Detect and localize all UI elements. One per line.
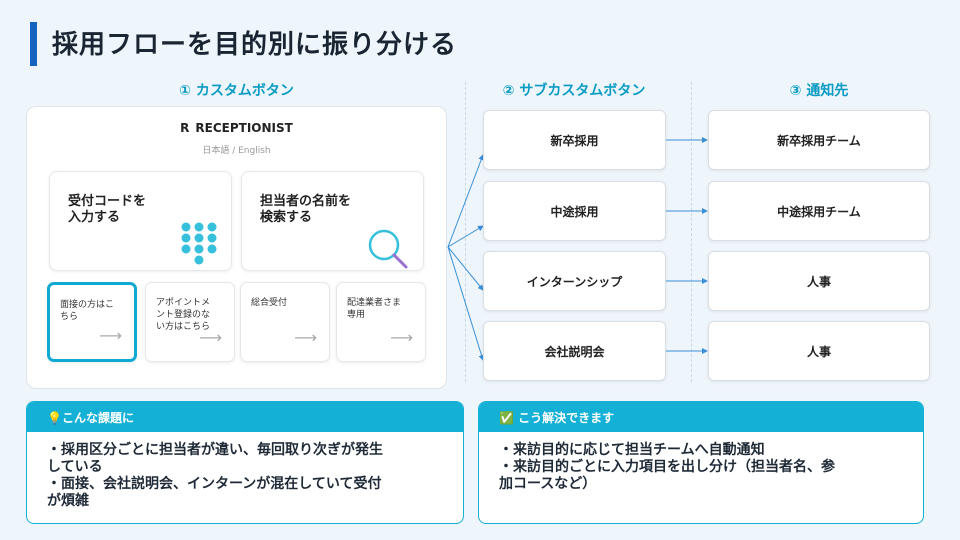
problem-body: ・採用区分ごとに担当者が違い、毎回取り次ぎが発生 している ・面接、会社説明会、… [47,442,383,509]
delivery-button[interactable]: 配達業者さま 専用 ⟶ [336,282,426,362]
notify-target-hr: 人事 [708,251,930,311]
sub-button-internship[interactable]: インターンシップ [483,251,666,311]
no-appointment-button[interactable]: アポイントメ ント登録のな い方はこちら ⟶ [145,282,235,362]
logo-mark: R [180,121,190,135]
receptionist-logo: R RECEPTIONIST [27,121,446,135]
solution-panel: ✅ こう解決できます ・来訪目的に応じて担当チームへ自動通知 ・来訪目的ごとに入… [478,401,924,524]
interview-label: 面接の方はこ ちら [60,300,115,322]
solution-body: ・来訪目的に応じて担当チームへ自動通知 ・来訪目的ごとに入力項目を出し分け（担当… [499,442,835,492]
title-accent-bar [30,22,37,66]
column-divider [691,82,692,382]
no-appointment-label: アポイントメ ント登録のな い方はこちら [156,298,211,332]
notify-target-mid-career-team: 中途採用チーム [708,181,930,241]
reception-code-label: 受付コードを 入力する [68,194,147,225]
arrow-right-icon: ⟶ [294,328,317,347]
problem-panel: 💡こんな課題に ・採用区分ごとに担当者が違い、毎回取り次ぎが発生 している ・面… [26,401,464,524]
column-divider [465,82,466,382]
delivery-label: 配達業者さま 専用 [347,298,402,320]
problem-header: 💡こんな課題に [27,402,463,432]
column-heading-sub: ② サブカスタムボタン [502,83,646,99]
language-switcher[interactable]: 日本語 / English [202,146,271,156]
staff-search-button[interactable]: 担当者の名前を 検索する [241,171,424,271]
interview-button[interactable]: 面接の方はこ ちら ⟶ [47,282,137,362]
notify-target-new-grad-team: 新卒採用チーム [708,110,930,170]
keypad-icon [181,222,217,265]
logo-text: RECEPTIONIST [195,121,293,135]
sub-button-mid-career[interactable]: 中途採用 [483,181,666,241]
staff-search-label: 担当者の名前を 検索する [260,194,352,225]
solution-header: ✅ こう解決できます [479,402,923,432]
reception-code-button[interactable]: 受付コードを 入力する [49,171,232,271]
notify-target-hr: 人事 [708,321,930,381]
sub-button-new-grad[interactable]: 新卒採用 [483,110,666,170]
column-heading-notify: ③ 通知先 [789,83,849,99]
arrow-right-icon: ⟶ [390,328,413,347]
arrow-right-icon: ⟶ [99,326,122,345]
sub-button-info-session[interactable]: 会社説明会 [483,321,666,381]
general-reception-button[interactable]: 総合受付 ⟶ [240,282,330,362]
search-icon [368,229,408,269]
arrow-right-icon: ⟶ [199,328,222,347]
general-reception-label: 総合受付 [251,298,288,308]
page-title: 採用フローを目的別に振り分ける [52,30,458,60]
column-heading-custom: ① カスタムボタン [179,83,294,99]
